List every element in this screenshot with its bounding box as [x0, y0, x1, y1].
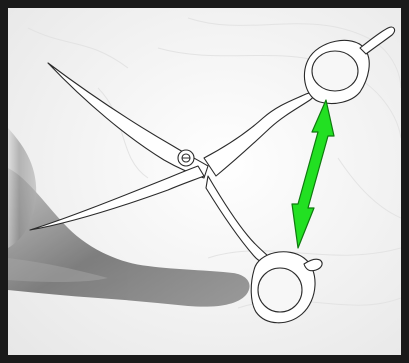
scissors-illustration [8, 8, 401, 355]
background-handle-shadow [8, 128, 250, 307]
scissors [29, 26, 396, 324]
finger-rest [359, 26, 396, 55]
lower-blade [29, 165, 205, 231]
opening-distance-arrow [291, 99, 335, 249]
illustration-canvas [8, 8, 401, 355]
lower-ring-nub [303, 258, 323, 272]
upper-blade [47, 62, 209, 179]
